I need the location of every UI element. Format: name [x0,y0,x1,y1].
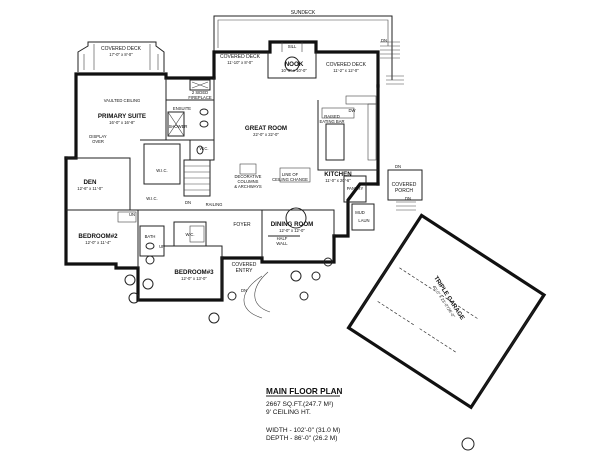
shrub-icon [145,255,155,265]
bedroom2-label: BEDROOM#2 [78,233,118,240]
pantry-label: PANTRY [347,186,364,191]
plan-title: MAIN FLOOR PLAN [266,387,342,396]
den-dims: 12'-6" x 11'-0" [77,186,103,191]
den-label: DEN [83,179,97,186]
shrub-icon [128,292,140,304]
shrub-icon [290,270,302,282]
covered-deck-label: COVERED DECK [220,54,261,60]
vaulted-label: VAULTED CEILING [104,98,141,103]
great-room-label: GREAT ROOM [245,125,287,132]
decor-label-2: COLUMNS [238,179,259,184]
fireplace-label-2: FIREPLACE [188,95,211,100]
nook-dims: 10'-0" x 10'-0" [281,68,307,73]
primary-suite-label: PRIMARY SUITE [98,113,146,120]
shrub-icon [311,271,321,281]
decor-label-3: & ARCHWAYS [234,184,262,189]
primary-suite-dims: 16'-0" x 16'-8" [109,120,135,125]
dn-label: DN [405,196,411,201]
sill-label: SILL [288,44,297,49]
covered-deck-dims: 17'-0" x 8'-0" [109,52,133,57]
raised-bar-label-2: EATING BAR [319,119,344,124]
shrub-icon [323,257,333,267]
landscaping [124,255,475,451]
dw-label: DW [349,108,356,113]
half-wall-label: HALF [277,236,288,241]
bedroom3-dims: 12'-0" x 13'-0" [181,276,207,281]
bedroom3-label: BEDROOM#3 [174,269,214,276]
dining-table-icon [285,207,307,229]
great-room-dims: 22'-0" x 22'-0" [253,132,279,137]
laun-label: LAUN [358,218,369,223]
covered-deck-dims: 11'-10" x 8'-0" [227,60,253,65]
bath-label: BATH [145,234,156,239]
dn-label: DN [381,38,387,43]
exterior-walls [64,40,380,302]
shrub-icon [124,274,136,286]
display-label-2: OVER [92,139,104,144]
covered-entry-label: COVERED [232,262,257,268]
fixtures [117,42,423,319]
ceiling-label: LINE OF [282,172,299,177]
display-label: DISPLAY [89,134,107,139]
bathtub-icon [167,111,185,137]
fireplace-icon [189,79,211,91]
half-wall-label-2: WALL [276,241,288,246]
dining-room-dims: 12'-0" x 12'-0" [279,228,305,233]
nook-label: NOOK [285,61,304,68]
dn-label: DN [395,164,401,169]
shrub-icon [299,291,309,301]
dn-label: DN [241,288,247,293]
ceiling-label-2: CEILING CHANGE [272,177,308,182]
covered-porch-label: COVERED [392,182,417,188]
covered-deck-dims: 11'-2" x 12'-0" [333,68,359,73]
foyer-label: FOYER [233,222,251,228]
fireplace-label: 2 SIDED [192,90,208,95]
toilet-icon [196,145,204,155]
wic-bed-label: W.I.C. [146,196,157,201]
annotations: ENSUITE W.I.C. W.C. 2 SIDED FIREPLACE VA… [89,38,411,293]
kitchen-dims: 11'-0" x 20'-6" [325,178,351,183]
garage [346,213,547,410]
shrub-icon [227,291,237,301]
covered-deck-label: COVERED DECK [326,62,367,68]
raised-bar-label: RAISED [324,114,340,119]
plan-ceiling: 9' CEILING HT. [266,409,311,416]
railing-label: RAILING [206,202,223,207]
shower-label: SHOWER [169,124,188,129]
shrub-icon [142,278,154,290]
covered-entry-label-2: ENTRY [236,268,254,274]
room-labels: SUNDECK COVERED DECK 17'-0" x 8'-0" COVE… [77,10,416,281]
dn-label: DN [185,200,191,205]
plan-area: 2667 SQ.FT.(247.7 M²) [266,401,333,408]
wc-bed-label: W.C. [185,232,194,237]
dining-room-label: DINING ROOM [271,221,314,228]
kitchen-label: KITCHEN [324,171,352,178]
sundeck-label: SUNDECK [291,10,316,16]
plan-info: MAIN FLOOR PLAN 2667 SQ.FT.(247.7 M²) 9'… [266,387,342,442]
plan-depth: DEPTH - 86'-0" (26.2 M) [266,435,337,442]
mud-label: MUD [355,210,365,215]
bedroom2-dims: 12'-0" x 11'-4" [85,240,111,245]
interior-walls [66,52,378,300]
shrub-icon [208,312,220,324]
covered-deck-label: COVERED DECK [101,46,142,52]
wic-primary-label: W.I.C. [156,168,167,173]
ensuite-label: ENSUITE [173,106,191,111]
up-label: UP [159,244,165,249]
decor-label: DECORATIVE [235,174,262,179]
shrub-icon [461,437,475,451]
kitchen-island [325,123,345,161]
plan-width: WIDTH - 102'-0" (31.0 M) [266,427,340,434]
covered-porch-label-2: PORCH [395,188,413,194]
wc-primary-label: W.C. [199,146,208,151]
un-label: UN [129,212,135,217]
